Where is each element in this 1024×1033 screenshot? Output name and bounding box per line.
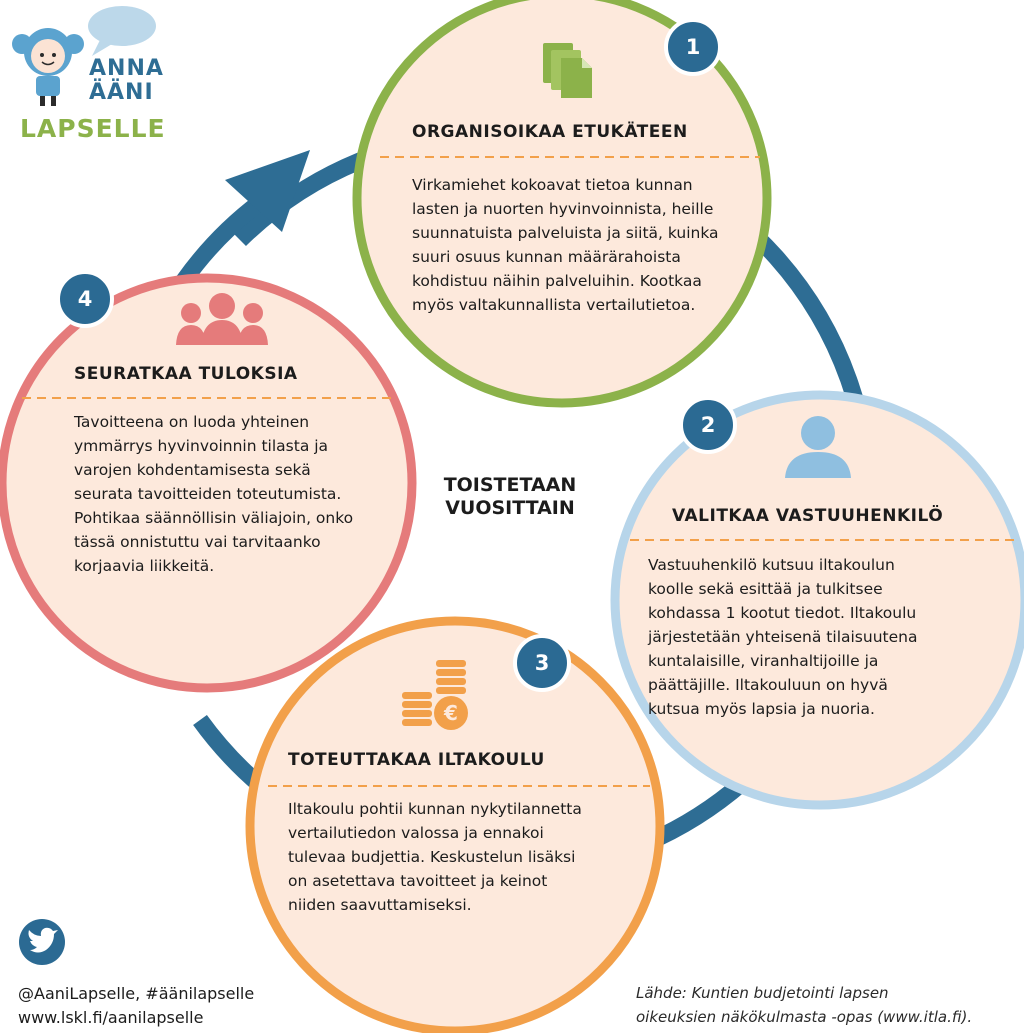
- step3-circle: [245, 616, 665, 1033]
- step2-circle: [610, 390, 1024, 810]
- source-line-1: Lähde: Kuntien budjetointi lapsen: [636, 984, 889, 1002]
- step1-line: myös valtakunnallista vertailutietoa.: [412, 296, 696, 314]
- step2-line: järjestetään yhteisenä tilaisuutena: [648, 628, 918, 646]
- step1-badge: [664, 18, 722, 76]
- person-icon: [785, 416, 851, 478]
- step4-circle: [0, 273, 417, 693]
- step4-line: Tavoitteena on luoda yhteinen: [74, 413, 310, 431]
- step2-line: päättäjille. Iltakouluun on hyvä: [648, 676, 888, 694]
- logo-graphic: [12, 6, 156, 106]
- center-label-line-2: VUOSITTAIN: [445, 497, 575, 519]
- step4-title: SEURATKAA TULOKSIA: [74, 364, 298, 384]
- step3-line: tulevaa budjettia. Keskustelun lisäksi: [288, 848, 576, 866]
- step1-title: ORGANISOIKAA ETUKÄTEEN: [412, 122, 688, 142]
- logo-line-2: ÄÄNI: [89, 80, 154, 105]
- speech-bubble-icon: [88, 6, 156, 46]
- step1-line: suuri osuus kunnan määrärahoista: [412, 248, 681, 266]
- step1-line: Virkamiehet kokoavat tietoa kunnan: [412, 176, 693, 194]
- source-line-2: oikeuksien näkökulmasta -opas (www.itla.…: [636, 1008, 973, 1026]
- step2-body: Vastuuhenkilö kutsuu iltakoulun koolle s…: [648, 553, 917, 721]
- step2-line: kohdassa 1 kootut tiedot. Iltakoulu: [648, 604, 917, 622]
- step1-number: 1: [685, 35, 701, 59]
- twitter-icon: [19, 919, 65, 965]
- coins-euro-icon: €: [402, 660, 468, 730]
- step4-body: Tavoitteena on luoda yhteinen ymmärrys h…: [74, 410, 353, 578]
- step4-number: 4: [77, 287, 93, 311]
- step3-line: vertailutiedon valossa ja ennakoi: [288, 824, 544, 842]
- step2-title: VALITKAA VASTUUHENKILÖ: [672, 506, 944, 526]
- logo-line-3: LAPSELLE: [20, 114, 166, 143]
- group-people-icon: [176, 293, 268, 345]
- step3-line: on asetettava tavoitteet ja keinot: [288, 872, 548, 890]
- center-label-line-1: TOISTETAAN: [443, 474, 577, 496]
- step2-line: kutsua myös lapsia ja nuoria.: [648, 700, 875, 718]
- step4-badge: [56, 270, 114, 328]
- step4-line: varojen kohdentamisesta sekä: [74, 461, 311, 479]
- step4-line: Pohtikaa säännöllisin väliajoin, onko: [74, 509, 354, 527]
- step3-badge: [513, 634, 571, 692]
- step3-number: 3: [534, 651, 550, 675]
- step4-line: ymmärrys hyvinvoinnin tilasta ja: [74, 437, 329, 455]
- step1-circle: [352, 0, 772, 408]
- step1-line: lasten ja nuorten hyvinvoinnista, heille: [412, 200, 714, 218]
- step1-line: suunnatuista palveluista ja siitä, kuink…: [412, 224, 719, 242]
- footer-social[interactable]: @AaniLapselle, #äänilapselle: [18, 984, 255, 1003]
- step4-line: tässä onnistuttu vai tarvitaanko: [74, 533, 321, 551]
- svg-text:€: €: [443, 701, 458, 725]
- step4-line: korjaavia liikkeitä.: [74, 557, 215, 575]
- step4-line: seurata tavoitteiden toteutumista.: [74, 485, 342, 503]
- step2-line: kuntalaisille, viranhaltijoille ja: [648, 652, 879, 670]
- documents-icon: [543, 43, 592, 98]
- step3-line: Iltakoulu pohtii kunnan nykytilannetta: [288, 800, 582, 818]
- cycle-arrowhead: [225, 150, 310, 232]
- step1-line: kohdistuu näihin palveluihin. Kootkaa: [412, 272, 702, 290]
- step3-title: TOTEUTTAKAA ILTAKOULU: [288, 750, 545, 770]
- step2-line: Vastuuhenkilö kutsuu iltakoulun: [648, 556, 895, 574]
- step1-body: Virkamiehet kokoavat tietoa kunnan laste…: [412, 173, 719, 317]
- step2-number: 2: [700, 413, 716, 437]
- step3-line: niiden saavuttamiseksi.: [288, 896, 472, 914]
- cycle-center-label: TOISTETAAN VUOSITTAIN: [440, 474, 580, 520]
- step2-badge: [679, 396, 737, 454]
- step2-line: koolle sekä esittää ja tulkitsee: [648, 580, 883, 598]
- logo-line-1: ANNA: [89, 56, 164, 81]
- step3-body: Iltakoulu pohtii kunnan nykytilannetta v…: [288, 797, 582, 917]
- footer-url[interactable]: www.lskl.fi/aanilapselle: [18, 1008, 204, 1027]
